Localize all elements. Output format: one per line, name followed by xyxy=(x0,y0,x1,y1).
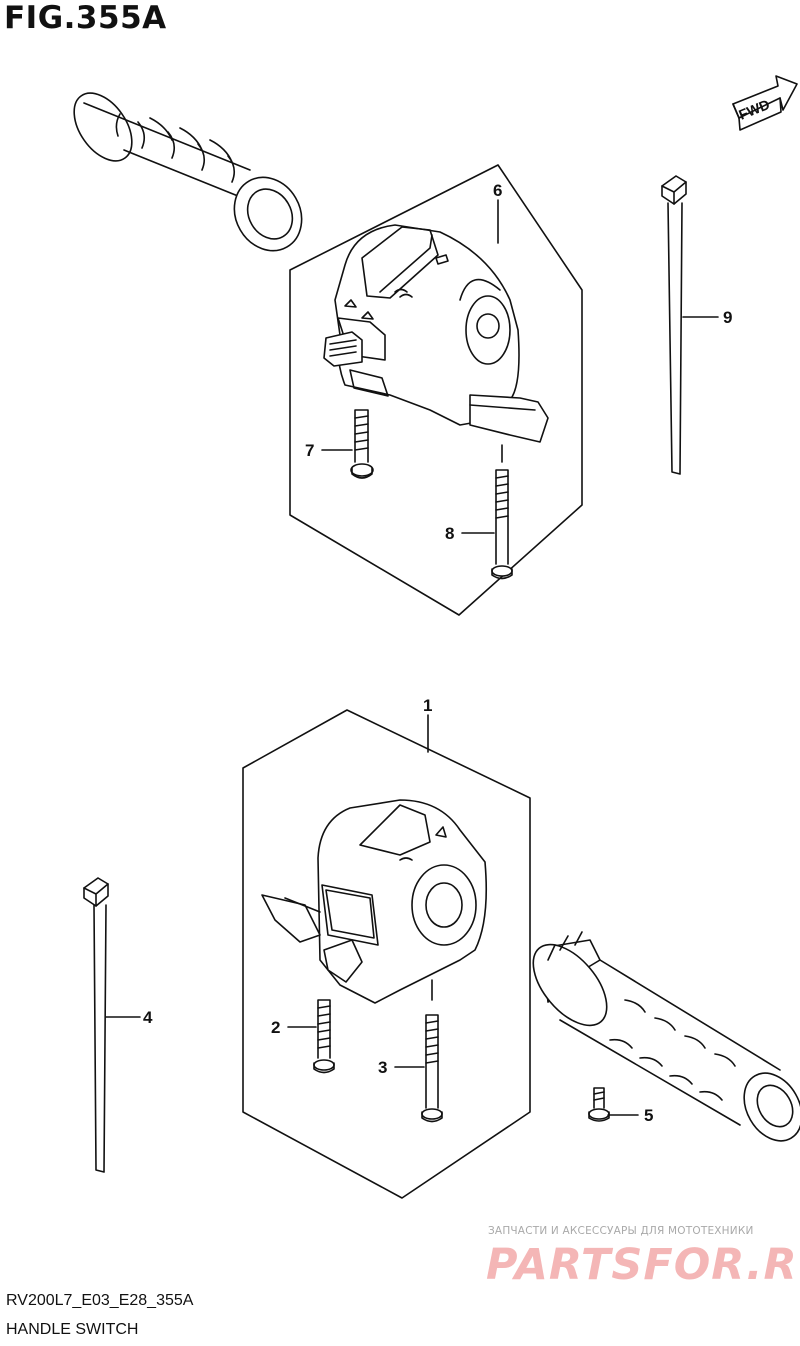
left-handlebar-grip xyxy=(73,92,303,252)
screw-7 xyxy=(350,409,374,479)
right-handlebar-grip xyxy=(532,931,800,1142)
assembly-frame-6 xyxy=(289,164,583,616)
callout-1: 1 xyxy=(423,696,432,715)
figure-caption: HANDLE SWITCH xyxy=(6,1321,139,1338)
figure-title: FIG.355A xyxy=(4,0,167,36)
left-handle-switch xyxy=(261,799,488,1004)
callout-2: 2 xyxy=(271,1018,280,1037)
callout-9: 9 xyxy=(723,308,732,327)
screw-2 xyxy=(313,999,335,1074)
screw-8 xyxy=(491,469,513,580)
screw-5 xyxy=(588,1087,610,1122)
model-code: RV200L7_E03_E28_355A xyxy=(6,1292,194,1309)
fwd-arrow-icon xyxy=(732,75,798,131)
callout-6: 6 xyxy=(493,181,502,200)
cable-tie-4 xyxy=(83,877,109,1173)
watermark-logo: PARTSFOR.RU xyxy=(486,1240,800,1290)
callout-7: 7 xyxy=(305,441,314,460)
callout-5: 5 xyxy=(644,1106,653,1125)
callout-4: 4 xyxy=(143,1008,153,1027)
watermark-tagline: ЗАПЧАСТИ И АКСЕССУАРЫ ДЛЯ МОТОТЕХНИКИ xyxy=(488,1225,754,1237)
assembly-frame-1 xyxy=(242,709,531,1199)
screw-3 xyxy=(421,1014,443,1123)
cable-tie-9 xyxy=(661,175,687,475)
callout-3: 3 xyxy=(378,1058,387,1077)
right-handle-switch xyxy=(323,224,549,443)
callout-8: 8 xyxy=(445,524,454,543)
